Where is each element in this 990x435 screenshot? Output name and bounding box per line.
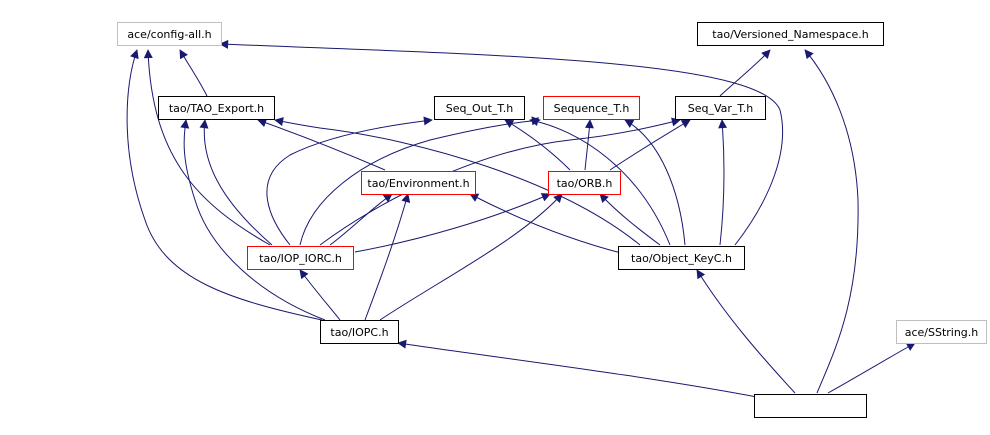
- node-box: [548, 171, 621, 195]
- edge-iopc-to-iop-iorc: [299, 269, 341, 321]
- node-label: tao/TAO_Export.h: [169, 102, 264, 115]
- edge-iop-iorc-to-environment: [329, 193, 393, 246]
- node-sequence-t[interactable]: Sequence_T.h: [543, 96, 640, 120]
- node-box: [675, 96, 766, 120]
- node-iopc[interactable]: tao/IOPC.h: [320, 320, 399, 344]
- edge-tao-export-to-config-all: [179, 49, 208, 97]
- edges: [126, 39, 916, 398]
- edge-iopc-to-environment: [364, 193, 411, 321]
- edge-object-keyc-to-seq-out: [529, 117, 671, 246]
- node-tagged-profile[interactable]: Tagged_Profile.h: [754, 394, 867, 418]
- edge-object-keyc-to-orb: [599, 193, 661, 246]
- edge-environment-to-tao-export: [257, 118, 386, 171]
- node-tao-export[interactable]: tao/TAO_Export.h: [158, 96, 275, 120]
- node-label: Seq_Var_T.h: [688, 102, 754, 115]
- nodes: ace/config-all.h tao/Versioned_Namespace…: [117, 22, 987, 418]
- node-seq-out[interactable]: Seq_Out_T.h: [434, 96, 525, 120]
- node-box: [320, 320, 399, 344]
- node-box: [543, 96, 640, 120]
- node-orb[interactable]: tao/ORB.h: [548, 171, 621, 195]
- node-label: tao/IOPC.h: [330, 326, 388, 339]
- node-box: [896, 320, 987, 344]
- node-label: Tagged_Profile.h: [765, 400, 856, 413]
- node-label: tao/Environment.h: [367, 177, 469, 190]
- edge-iopc-to-config-all: [126, 49, 323, 321]
- node-label: tao/IOP_IORC.h: [259, 252, 342, 265]
- node-environment[interactable]: tao/Environment.h: [361, 171, 476, 195]
- node-label: tao/Versioned_Namespace.h: [712, 28, 868, 41]
- node-label: Seq_Out_T.h: [446, 102, 514, 115]
- edge-orb-to-seq-out: [504, 119, 571, 171]
- node-versioned-ns[interactable]: tao/Versioned_Namespace.h: [697, 22, 884, 46]
- node-sstring[interactable]: ace/SString.h: [896, 320, 987, 344]
- node-box: [434, 96, 525, 120]
- node-label: ace/config-all.h: [127, 28, 211, 41]
- edge-object-keyc-to-sequence-t: [624, 119, 686, 246]
- edge-orb-to-sequence-t: [584, 119, 594, 171]
- edge-iopc-to-orb: [379, 193, 563, 321]
- edge-iop-iorc-to-sequence-t: [299, 116, 541, 246]
- edge-orb-to-seq-var: [609, 119, 691, 171]
- edge-object-keyc-to-config-all: [219, 39, 784, 246]
- edge-iop-iorc-to-tao-export: [199, 119, 273, 246]
- node-box: [697, 22, 884, 46]
- edge-object-keyc-to-tao-export: [274, 117, 641, 246]
- edge-iop-iorc-to-config-all: [143, 49, 271, 246]
- node-box: [158, 96, 275, 120]
- edge-tagged-profile-to-sstring: [827, 342, 916, 394]
- edge-iop-iorc-to-seq-out: [266, 116, 433, 246]
- node-box: [754, 394, 867, 418]
- edge-iop-iorc-to-orb: [354, 193, 551, 253]
- node-label: tao/Object_KeyC.h: [631, 252, 732, 265]
- node-box: [247, 246, 354, 270]
- node-seq-var[interactable]: Seq_Var_T.h: [675, 96, 766, 120]
- edge-iopc-to-tao-export: [180, 119, 326, 321]
- edge-object-keyc-to-environment: [469, 193, 626, 255]
- node-object-keyc[interactable]: tao/Object_KeyC.h: [618, 246, 745, 270]
- node-config-all[interactable]: ace/config-all.h: [117, 22, 222, 46]
- node-box: [361, 171, 476, 195]
- edge-iop-iorc-to-seq-var: [319, 117, 681, 246]
- node-label: Sequence_T.h: [554, 102, 630, 115]
- node-label: ace/SString.h: [905, 326, 979, 339]
- node-box: [117, 22, 222, 46]
- node-box: [618, 246, 745, 270]
- edge-tagged-profile-to-iopc: [397, 339, 758, 398]
- node-label: tao/ORB.h: [557, 177, 613, 190]
- edge-object-keyc-to-seq-var: [718, 119, 728, 246]
- node-iop-iorc[interactable]: tao/IOP_IORC.h: [247, 246, 354, 270]
- edge-tagged-profile-to-object-keyc: [696, 269, 796, 394]
- edge-seq-var-to-versioned-ns: [719, 49, 771, 97]
- edge-tagged-profile-to-versioned-ns: [804, 49, 859, 394]
